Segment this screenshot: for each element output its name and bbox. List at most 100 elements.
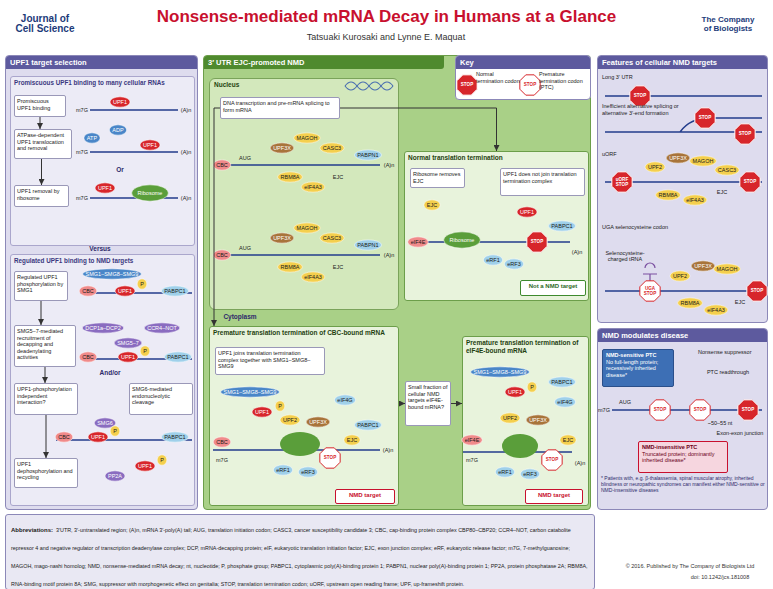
decay-factor-label: SMG5–7	[117, 340, 139, 346]
decay-factor-label: SMG6	[97, 420, 113, 426]
node-heading: Nucleus	[210, 79, 398, 91]
upf1-protein-shape	[505, 387, 525, 397]
ptc-codon-sign	[690, 400, 710, 420]
ptc-codon-label: STOP	[522, 82, 538, 87]
node-heading: Small fraction of cellular NMD targets e…	[408, 384, 448, 410]
node-heading: Promiscuous UPF1 binding to many cellula…	[11, 77, 194, 89]
outcome-tag: Not a NMD target	[520, 280, 586, 296]
ejc-protein-shape	[320, 143, 344, 153]
node-heading: UGA selenocysteine codon	[602, 224, 692, 231]
process-box: SMG5–7-mediated recruitment of decapping…	[14, 325, 76, 367]
upf1-protein-shape	[95, 183, 115, 193]
stop-codon-label: STOP	[742, 179, 758, 184]
decay-factor-shape	[144, 323, 180, 333]
ejc-protein-shape	[320, 233, 344, 243]
molecule-label: (A)n	[384, 162, 394, 168]
upf1-protein-label: UPF1	[255, 409, 269, 415]
flow-arrow	[41, 301, 42, 325]
node-heading: Abbreviations:	[11, 527, 53, 533]
decay-factor-shape	[94, 418, 116, 428]
node-heading: Premature translation termination of CBC…	[210, 327, 398, 339]
molecule-label: m7G	[76, 107, 88, 113]
caption-box: Normal termination codon	[476, 71, 522, 99]
node-heading: Regulated UPF1 binding to NMD targets	[11, 255, 194, 267]
upf1-protein-shape	[115, 286, 135, 296]
stop-codon-label: STOP	[632, 93, 648, 98]
cap-binding-protein-shape	[79, 286, 97, 296]
section-label: Versus	[89, 245, 110, 252]
ejc-protein-shape	[270, 143, 294, 153]
mrna-line	[56, 96, 762, 452]
protein-complex-label: ATP	[87, 135, 97, 141]
upf1-protein-shape	[135, 461, 155, 471]
stop-codon-sign	[527, 232, 547, 252]
upf1-protein-label: UPF1	[138, 463, 152, 469]
decay-factor-shape	[82, 323, 123, 333]
node-heading: Nonsense suppressor	[698, 349, 765, 356]
section-label: And/or	[100, 369, 121, 376]
molecule-label: EJC	[735, 299, 745, 305]
protein-complex-shape	[221, 387, 280, 397]
cap-binding-protein-label: eIF4E	[411, 239, 426, 245]
binding-protein-shape	[298, 467, 317, 477]
binding-protein-shape	[483, 255, 502, 265]
protein-complex-shape	[471, 367, 530, 377]
binding-protein-shape	[164, 352, 191, 362]
stop-codon-sign	[738, 400, 758, 420]
cap-binding-protein-label: CBC	[58, 434, 70, 440]
molecule-label: ~50–55 nt	[708, 420, 733, 426]
process-box: DNA transcription and pre-mRNA splicing …	[220, 97, 340, 119]
ejc-protein-label: UPF2	[283, 417, 297, 423]
ejc-protein-shape	[670, 271, 690, 281]
cap-binding-protein-label: CBC	[216, 252, 228, 258]
stop-codon-label: STOP	[737, 131, 753, 136]
ejc-protein-label: P	[278, 403, 282, 409]
node-heading: UPF1 joins translation termination compl…	[218, 350, 322, 370]
ejc-protein-label: P	[140, 281, 144, 287]
ejc-protein-label: P	[160, 457, 164, 463]
ejc-protein-label: UPF3X	[669, 155, 687, 161]
binding-protein-shape	[161, 432, 188, 442]
molecule-label: m7G	[598, 407, 610, 413]
molecule-label: m7G	[76, 149, 88, 155]
node-body: No full-length protein; recessively inhe…	[606, 359, 670, 379]
outcome-box: NMD-insensitive PTCTruncated protein; do…	[638, 441, 728, 473]
ejc-protein-shape	[140, 346, 150, 356]
author-line: Tatsuaki Kurosaki and Lynne E. Maquat	[307, 32, 465, 42]
stop-codon-label: STOP	[459, 82, 475, 87]
ejc-protein-label: UPF3X	[694, 263, 712, 269]
ejc-protein-shape	[301, 182, 325, 192]
ejc-protein-label: MAGOH	[693, 158, 714, 164]
node-heading: Normal translation termination	[405, 152, 588, 164]
node-heading: SMG5–7-mediated recruitment of decapping…	[17, 328, 73, 361]
node-heading: DNA transcription and pre-mRNA splicing …	[223, 100, 337, 113]
upf1-protein-shape	[118, 352, 138, 362]
binding-protein-label: eIF4G	[337, 397, 352, 403]
node-body: 3′UTR, 3′-untranslated region; (A)n, mRN…	[11, 527, 588, 587]
binding-protein-label: eRF3	[301, 469, 314, 475]
ribosome-label: Ribosome	[138, 190, 163, 196]
node-heading: 3′ UTR EJC-promoted NMD	[204, 56, 444, 69]
publisher-logo: The Company of Biologists	[697, 15, 759, 33]
flow-arrow	[451, 403, 462, 404]
upf1-protein-shape	[110, 97, 130, 107]
copyright-line: © 2016. Published by The Company of Biol…	[626, 563, 755, 569]
ejc-protein-shape	[691, 261, 715, 271]
molecule-label: Selenocysteine-charged tRNA	[600, 250, 650, 263]
ejc-protein-shape	[424, 200, 440, 210]
outcome-box: NMD-sensitive PTCNo full-length protein;…	[602, 349, 674, 387]
node-body: Truncated protein; dominantly inherited …	[642, 451, 724, 464]
binding-protein-label: eRF3	[523, 471, 536, 477]
binding-protein-label: eIF4G	[557, 399, 572, 405]
binding-protein-label: eRF1	[498, 469, 511, 475]
node-heading: uORF	[602, 151, 632, 158]
scenario-box: Premature translation termination of CBC…	[209, 326, 399, 506]
ejc-protein-label: CASC3	[323, 145, 341, 151]
stop-codon-label: STOP	[529, 239, 545, 244]
binding-protein-shape	[548, 377, 575, 387]
footnote: * Patients with, e.g. β-thalassemia, spi…	[601, 476, 766, 493]
upf1-protein-shape	[140, 140, 160, 150]
ejc-protein-label: UPF3X	[273, 145, 291, 151]
ejc-protein-shape	[690, 156, 717, 166]
section-label: Or	[116, 166, 124, 173]
